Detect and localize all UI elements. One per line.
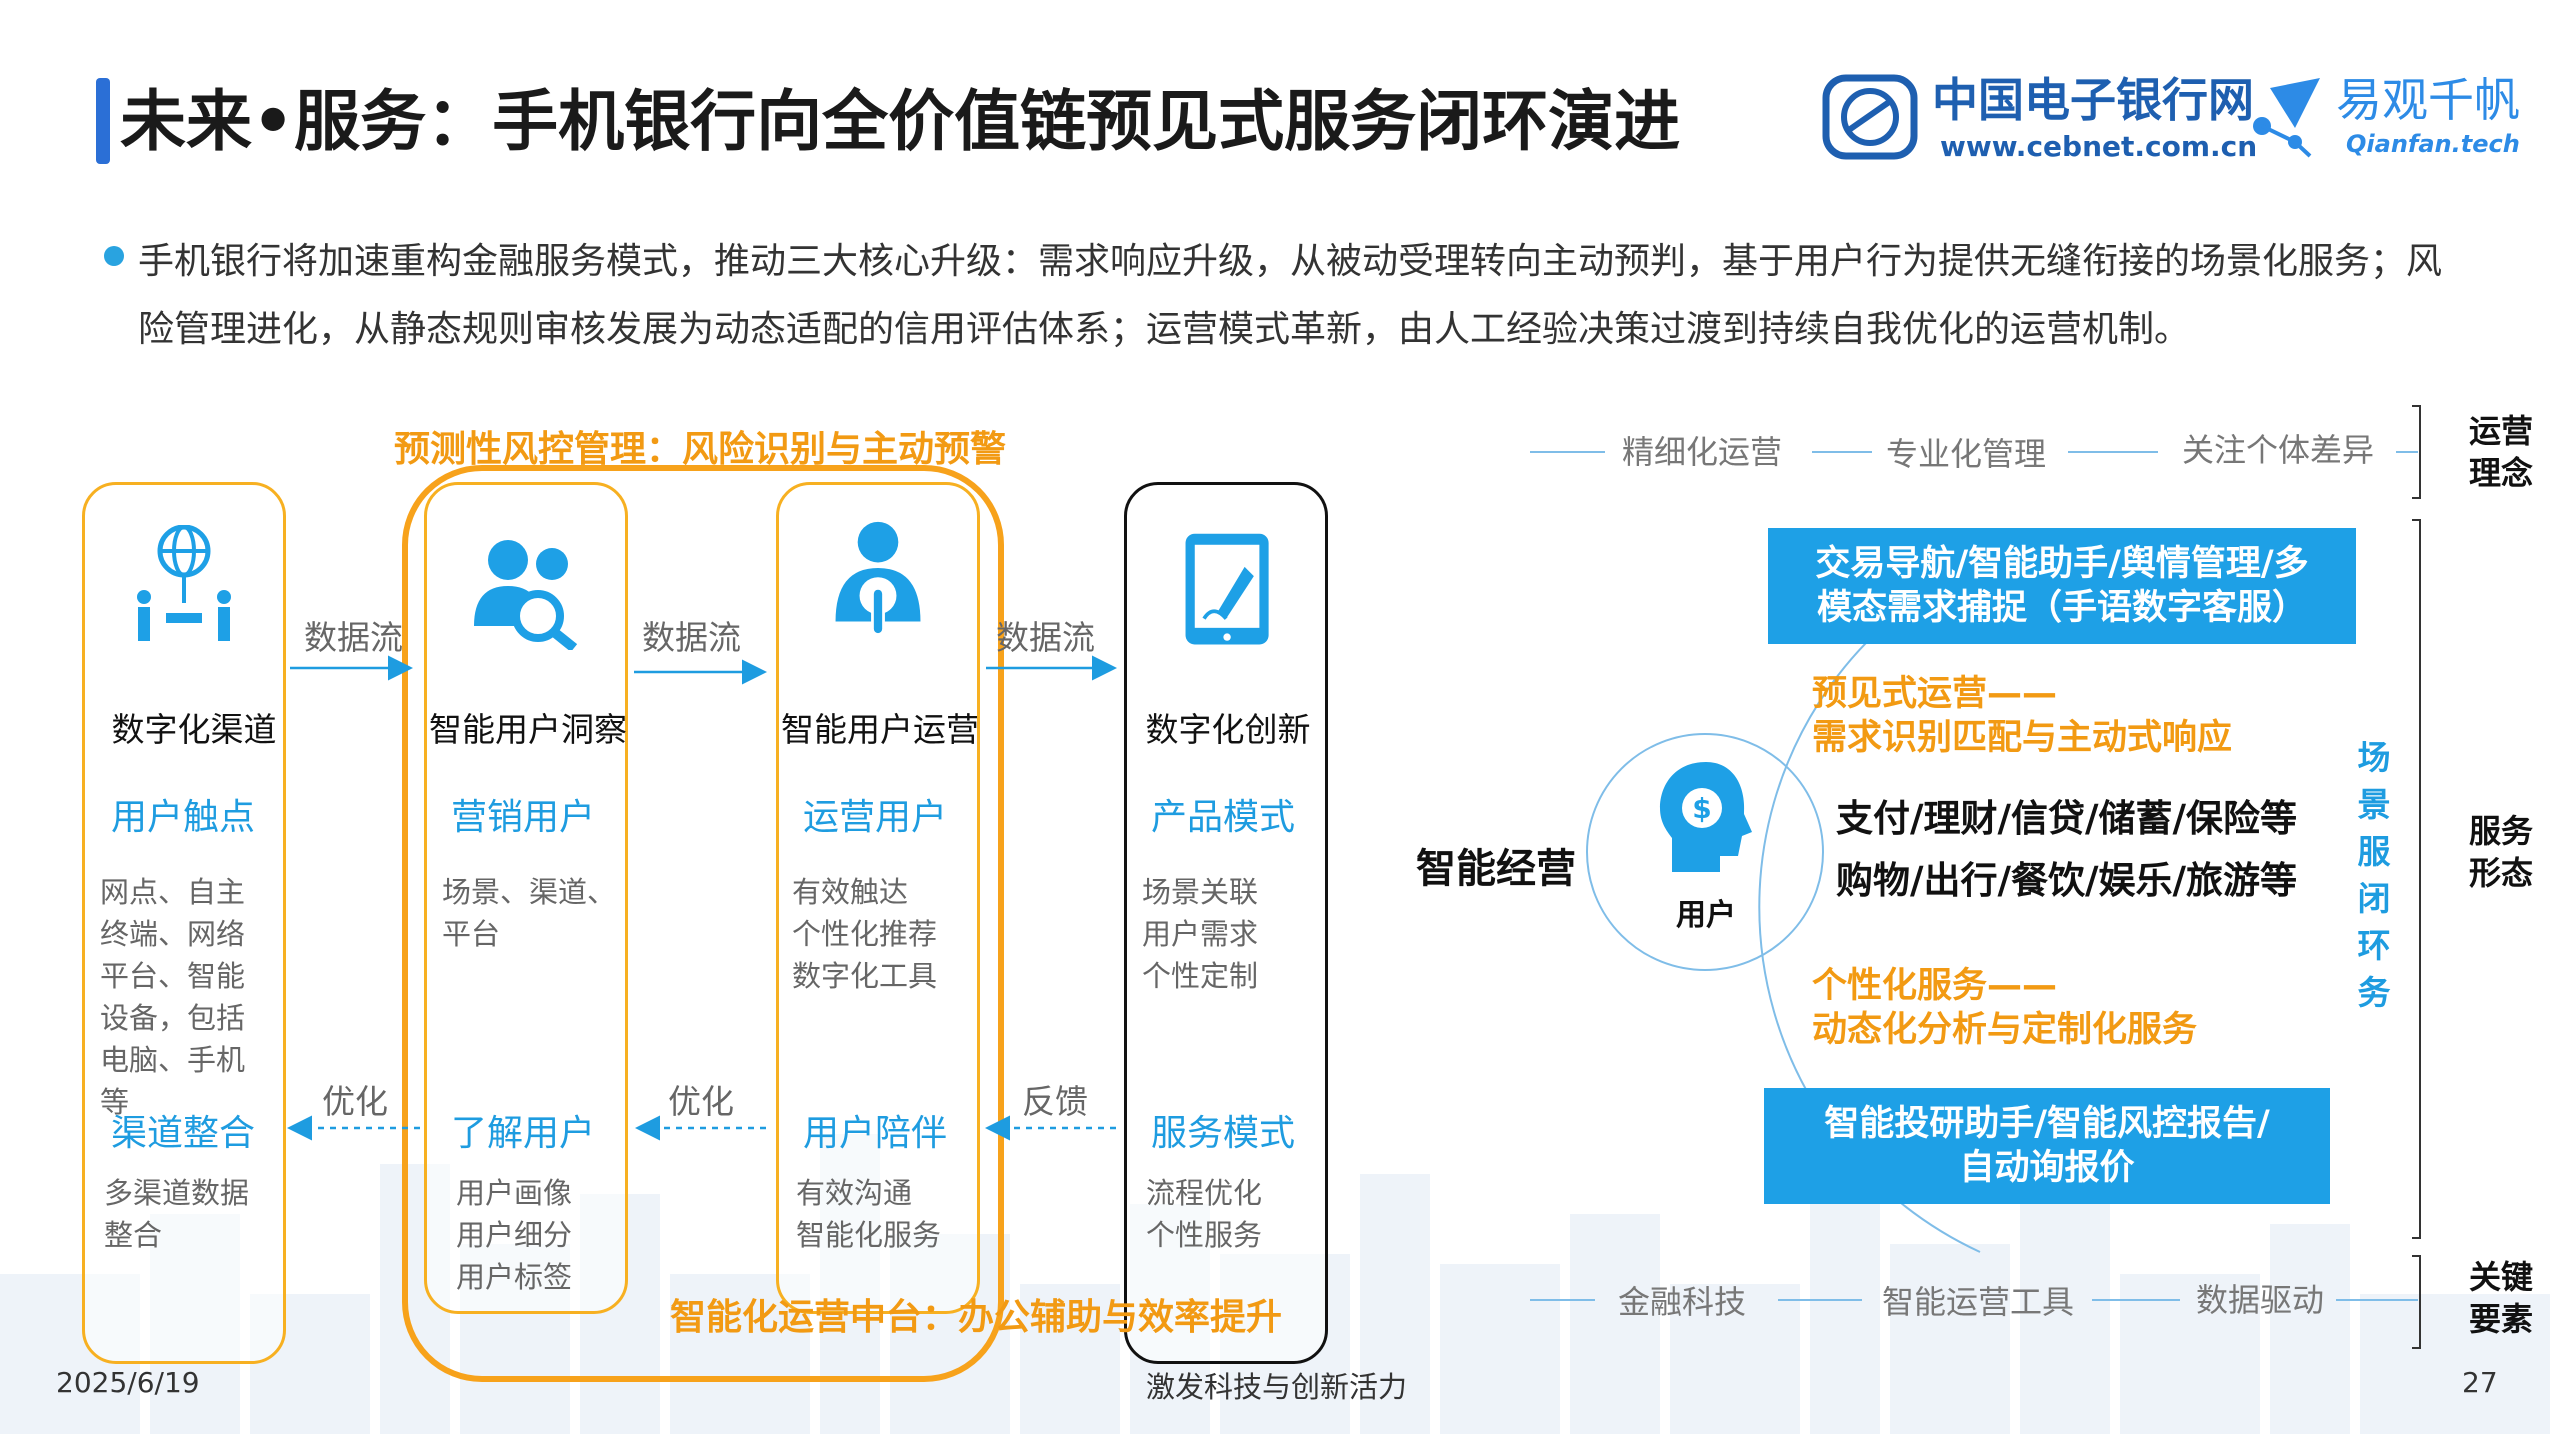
personalized-service: 个性化服务—— 动态化分析与定制化服务 xyxy=(1812,966,2198,1050)
top-banner: 预测性风控管理：风险识别与主动预警 xyxy=(394,429,1007,470)
title-accent-bar xyxy=(96,78,110,164)
column-digital-channel xyxy=(82,482,286,1364)
label-channel-integration: 渠道整合 xyxy=(110,1113,255,1154)
svg-text:$: $ xyxy=(1692,792,1711,825)
element-fintech: 金融科技 xyxy=(1618,1283,1747,1321)
qianfan-url: Qianfan.tech xyxy=(2346,130,2520,158)
intro-paragraph: 手机银行将加速重构金融服务模式，推动三大核心升级：需求响应升级，从被动受理转向主… xyxy=(138,241,2443,350)
label-product-mode: 产品模式 xyxy=(1150,797,1295,838)
companion-text: 有效沟通 智能化服务 xyxy=(796,1176,942,1252)
qianfan-logo-icon xyxy=(2253,78,2320,158)
cebnet-url: www.cebnet.com.cn xyxy=(1940,130,2258,163)
bottom-banner: 智能化运营中台：办公辅助与效率提升 xyxy=(670,1297,1283,1338)
product-text: 场景关联 用户需求 个性定制 xyxy=(1142,875,1259,993)
element-data-driven: 数据驱动 xyxy=(2196,1281,2325,1319)
service-mode-text: 流程优化 个性服务 xyxy=(1146,1176,1263,1252)
concept-individual-difference: 关注个体差异 xyxy=(2182,431,2375,469)
user-label: 用户 xyxy=(1676,898,1736,933)
side-label-key-elements: 关键 要素 xyxy=(2468,1258,2533,1338)
globe-people-icon xyxy=(137,525,231,641)
element-smart-tools: 智能运营工具 xyxy=(1882,1283,2075,1321)
innovation-caption: 激发科技与创新活力 xyxy=(1146,1370,1408,1404)
operate-text: 有效触达 个性化推荐 数字化工具 xyxy=(792,875,938,993)
flow-label-data-1: 数据流 xyxy=(304,618,403,657)
column-title-1: 数字化渠道 xyxy=(111,710,277,749)
touchpoint-text: 网点、自主 终端、网络 平台、智能 设备，包括 电脑、手机 等 xyxy=(100,875,246,1119)
tablet-pen-icon xyxy=(1185,533,1269,645)
column-title-2: 智能用户洞察 xyxy=(429,710,627,749)
service-list: 支付/理财/信贷/储蓄/保险等 购物/出行/餐饮/娱乐/旅游等 xyxy=(1836,797,2298,902)
predictive-operation: 预见式运营—— 需求识别匹配与主动式响应 xyxy=(1812,674,2233,758)
box-investment-assistant: 智能投研助手/智能风控报告/ 自动询报价 xyxy=(1764,1088,2330,1204)
flow-label-data-2: 数据流 xyxy=(642,618,741,657)
label-service-mode: 服务模式 xyxy=(1150,1113,1295,1154)
side-label-operation-concept: 运营 理念 xyxy=(2468,412,2533,492)
page-title: 未来•服务：手机银行向全价值链预见式服务闭环演进 xyxy=(120,83,1681,160)
side-label-service-form: 服务 形态 xyxy=(2468,812,2533,892)
smart-business-label: 智能经营 xyxy=(1416,846,1576,892)
channel-integration-text: 多渠道数据 整合 xyxy=(104,1176,250,1252)
user-search-icon xyxy=(474,540,578,650)
flow-label-data-3: 数据流 xyxy=(996,618,1095,657)
concept-fine-operation: 精细化运营 xyxy=(1622,433,1783,471)
concept-professional-management: 专业化管理 xyxy=(1886,435,2047,473)
flow-label-feedback: 反馈 xyxy=(1022,1082,1088,1121)
label-user-companion: 用户陪伴 xyxy=(802,1113,947,1154)
footer-date: 2025/6/19 xyxy=(56,1366,200,1399)
scene-service-loop-vertical: 场 景 服 闭 环 务 xyxy=(2357,738,2391,1012)
qianfan-brand-name: 易观千帆 xyxy=(2336,73,2520,127)
orange-frame xyxy=(402,465,1004,1382)
label-marketing-user: 营销用户 xyxy=(450,797,595,838)
box-transaction-navigation: 交易导航/智能助手/舆情管理/多 模态需求捕捉（手语数字客服） xyxy=(1768,528,2356,644)
flow-label-optimize-1: 优化 xyxy=(322,1082,388,1121)
flow-label-optimize-2: 优化 xyxy=(668,1082,734,1121)
cebnet-brand-name: 中国电子银行网 xyxy=(1932,73,2254,127)
intro-bullet xyxy=(104,246,124,266)
user-head-coin-icon: $ xyxy=(1660,762,1752,872)
column-title-3: 智能用户运营 xyxy=(781,710,979,749)
touch-person-icon xyxy=(835,521,921,636)
understand-user-text: 用户画像 用户细分 用户标签 xyxy=(456,1176,573,1294)
marketing-text: 场景、渠道、 平台 xyxy=(442,875,617,951)
label-user-touchpoint: 用户触点 xyxy=(110,797,255,838)
cebnet-logo-icon xyxy=(1822,74,1918,160)
column-title-4: 数字化创新 xyxy=(1145,710,1311,749)
label-understand-user: 了解用户 xyxy=(450,1113,595,1154)
label-operate-user: 运营用户 xyxy=(802,797,947,838)
footer-page-number: 27 xyxy=(2462,1366,2498,1399)
